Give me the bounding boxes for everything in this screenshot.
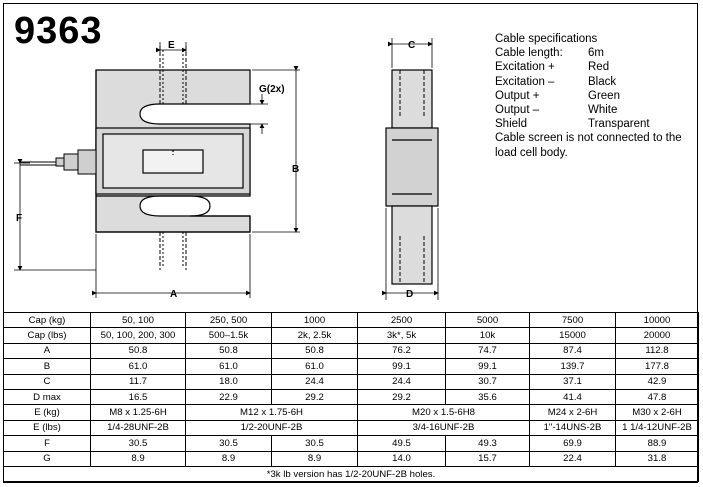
cable-spec-row: Excitation –Black: [495, 75, 617, 88]
cable-specifications: Cable specifications Cable length:6m Exc…: [495, 32, 685, 160]
label-B: B: [292, 164, 299, 175]
cable-spec-row: Excitation +Red: [495, 61, 610, 74]
cable-spec-note: Cable screen is not connected to the loa…: [495, 132, 682, 159]
label-A: A: [170, 289, 177, 300]
cable-gland: [20, 149, 97, 175]
model-number: 9363: [14, 10, 103, 52]
label-D: D: [406, 289, 413, 300]
label-G: G(2x): [259, 84, 285, 95]
load-cell-front-view: [95, 69, 251, 233]
cable-spec-row: Output +Green: [495, 89, 620, 102]
table-footnote: *3k lb version has 1/2-20UNF-2B holes.: [3, 465, 699, 483]
dim-C: [388, 38, 433, 68]
load-cell-side-view: [385, 69, 439, 285]
table-row: E (kg) M8 x 1.25-6H M12 x 1.75-6H M20 x …: [3, 404, 699, 421]
table-row: E (lbs) 1/4-28UNF-2B 1/2-20UNF-2B 3/4-16…: [3, 419, 699, 437]
label-F: F: [16, 213, 22, 224]
label-C: C: [408, 40, 415, 51]
label-E: E: [168, 40, 175, 51]
thread-holes-side: [399, 70, 425, 284]
dim-G: [250, 94, 268, 134]
table-footnote-row: *3k lb version has 1/2-20UNF-2B holes.: [3, 465, 699, 483]
cable-spec-row: Cable length:6m: [495, 47, 604, 60]
dim-D: [382, 208, 439, 300]
page-frame: [3, 3, 698, 483]
cable-spec-row: Output –White: [495, 104, 618, 117]
dim-E: [156, 42, 187, 56]
dim-F: [14, 159, 96, 271]
dimension-drawing: E G(2x) B F A: [14, 38, 439, 300]
dim-B: [252, 66, 300, 233]
dim-A: [92, 234, 251, 298]
cable-spec-title: Cable specifications: [495, 33, 598, 45]
